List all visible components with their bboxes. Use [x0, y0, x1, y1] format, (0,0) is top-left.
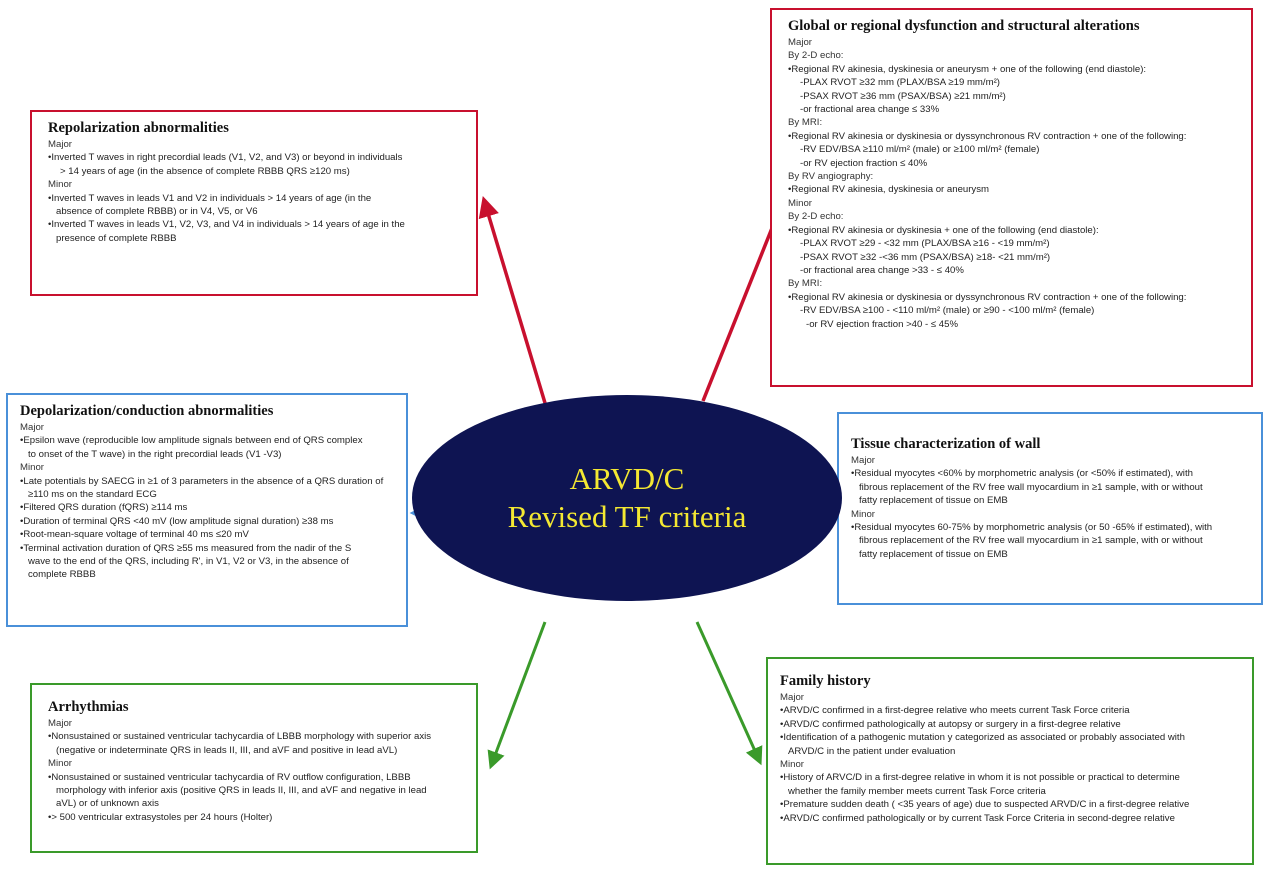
- global-dysfunction-line: -PLAX RVOT ≥32 mm (PLAX/BSA ≥19 mm/m²): [800, 77, 1000, 89]
- family-history-line: •ARVD/C confirmed pathologically or by c…: [780, 812, 1175, 824]
- family-history-line: •History of ARVC/D in a first-degree rel…: [780, 772, 1180, 784]
- global-dysfunction-line: •Regional RV akinesia or dyskinesia or d…: [788, 291, 1187, 303]
- global-dysfunction-line: By MRI:: [788, 117, 823, 129]
- arrhythmias-line: aVL) or of unknown axis: [56, 798, 159, 810]
- depolarization-box: Depolarization/conduction abnormalities …: [6, 393, 408, 627]
- depolarization-line: complete RBBB: [28, 569, 96, 581]
- repolarization-line: presence of complete RBBB: [56, 232, 177, 244]
- global-dysfunction-line: By MRI:: [788, 278, 823, 290]
- global-dysfunction-line: •Regional RV akinesia or dyskinesia or d…: [788, 130, 1187, 142]
- depolarization-line: Major: [20, 422, 44, 433]
- global-dysfunction-line: -RV EDV/BSA ≥100 - <110 ml/m² (male) or …: [800, 305, 1095, 317]
- global-dysfunction-line: -PSAX RVOT ≥36 mm (PSAX/BSA) ≥21 mm/m²): [800, 90, 1006, 102]
- arrhythmias-title: Arrhythmias: [48, 699, 129, 715]
- depolarization-title: Depolarization/conduction abnormalities: [20, 403, 274, 419]
- tissue-line: Major: [851, 455, 875, 466]
- tissue-line: •Residual myocytes <60% by morphometric …: [851, 468, 1193, 480]
- global-dysfunction-line: -or fractional area change >33 - ≤ 40%: [800, 264, 964, 276]
- tissue-title: Tissue characterization of wall: [851, 436, 1041, 452]
- global-dysfunction-box: Global or regional dysfunction and struc…: [770, 8, 1253, 387]
- repolarization-box: Repolarization abnormalities Major •Inve…: [30, 110, 478, 296]
- center-title: ARVD/C: [569, 461, 685, 496]
- global-dysfunction-line: -or RV ejection fraction ≤ 40%: [800, 157, 928, 169]
- global-dysfunction-title: Global or regional dysfunction and struc…: [788, 18, 1140, 34]
- repolarization-line: •Inverted T waves in right precordial le…: [48, 152, 403, 164]
- global-dysfunction-line: -or RV ejection fraction >40 - ≤ 45%: [806, 318, 959, 330]
- arrhythmias-line: •> 500 ventricular extrasystoles per 24 …: [48, 811, 273, 823]
- depolarization-line: to onset of the T wave) in the right pre…: [28, 448, 282, 460]
- depolarization-line: Minor: [20, 462, 44, 474]
- global-dysfunction-line: By RV angiography:: [788, 171, 874, 183]
- depolarization-line: •Terminal activation duration of QRS ≥55…: [20, 542, 352, 554]
- global-dysfunction-line: •Regional RV akinesia, dyskinesia or ane…: [788, 63, 1147, 75]
- arrhythmias-box: Arrhythmias Major •Nonsustained or susta…: [30, 683, 478, 853]
- family-history-line: •ARVD/C confirmed pathologically at auto…: [780, 718, 1121, 730]
- depolarization-line: wave to the end of the QRS, including R'…: [28, 556, 349, 568]
- arrow-to-repolarization: [478, 195, 547, 404]
- family-history-line: •Premature sudden death ( <35 years of a…: [780, 799, 1190, 811]
- family-history-line: Minor: [780, 759, 804, 771]
- arrhythmias-line: Minor: [48, 758, 72, 770]
- depolarization-line: •Late potentials by SAECG in ≥1 of 3 par…: [20, 475, 384, 487]
- family-history-box: Family history Major •ARVD/C confirmed i…: [766, 657, 1254, 865]
- depolarization-line: ≥110 ms on the standard ECG: [28, 489, 157, 501]
- global-dysfunction-line: -PLAX RVOT ≥29 - <32 mm (PLAX/BSA ≥16 - …: [800, 238, 1050, 250]
- family-history-line: •ARVD/C confirmed in a first-degree rela…: [780, 705, 1130, 717]
- repolarization-line: •Inverted T waves in leads V1 and V2 in …: [48, 192, 372, 204]
- family-history-line: whether the family member meets current …: [788, 785, 1046, 797]
- family-history-title: Family history: [780, 673, 871, 689]
- repolarization-line: > 14 years of age (in the absence of com…: [60, 165, 350, 177]
- tissue-line: fibrous replacement of the RV free wall …: [859, 535, 1203, 547]
- global-dysfunction-line: -or fractional area change ≤ 33%: [800, 104, 940, 116]
- depolarization-line: •Root-mean-square voltage of terminal 40…: [20, 529, 249, 541]
- global-dysfunction-line: -PSAX RVOT ≥32 -<36 mm (PSAX/BSA) ≥18- <…: [800, 251, 1051, 263]
- arrow-to-family-history: [695, 621, 763, 766]
- arrhythmias-line: •Nonsustained or sustained ventricular t…: [48, 771, 411, 783]
- repolarization-line: absence of complete RBBB) or in V4, V5, …: [56, 206, 258, 218]
- arrhythmias-line: morphology with inferior axis (positive …: [56, 785, 427, 797]
- tissue-line: Minor: [851, 508, 875, 520]
- repolarization-line: Major: [48, 139, 72, 150]
- tissue-line: fatty replacement of tissue on EMB: [859, 495, 1008, 507]
- global-dysfunction-line: Major: [788, 37, 812, 48]
- repolarization-line: Minor: [48, 179, 72, 191]
- family-history-line: •Identification of a pathogenic mutation…: [780, 732, 1185, 744]
- center-ellipse: ARVD/C Revised TF criteria: [412, 395, 842, 601]
- tissue-box: Tissue characterization of wall Major •R…: [837, 412, 1263, 605]
- family-history-line: Major: [780, 692, 804, 703]
- global-dysfunction-line: -RV EDV/BSA ≥110 ml/m² (male) or ≥100 ml…: [800, 144, 1040, 156]
- global-dysfunction-line: •Regional RV akinesia, dyskinesia or ane…: [788, 184, 990, 196]
- global-dysfunction-line: Minor: [788, 197, 812, 209]
- tissue-line: fatty replacement of tissue on EMB: [859, 548, 1008, 560]
- arrhythmias-line: Major: [48, 718, 72, 729]
- global-dysfunction-line: By 2-D echo:: [788, 211, 844, 223]
- depolarization-line: •Duration of terminal QRS <40 mV (low am…: [20, 515, 334, 527]
- depolarization-line: •Filtered QRS duration (fQRS) ≥114 ms: [20, 502, 188, 514]
- family-history-line: ARVD/C in the patient under evaluation: [788, 745, 956, 757]
- arrow-to-arrhythmias: [487, 621, 547, 770]
- arrhythmias-line: (negative or indeterminate QRS in leads …: [56, 744, 398, 756]
- repolarization-line: •Inverted T waves in leads V1, V2, V3, a…: [48, 219, 405, 231]
- global-dysfunction-line: •Regional RV akinesia or dyskinesia + on…: [788, 224, 1099, 236]
- repolarization-title: Repolarization abnormalities: [48, 120, 229, 136]
- depolarization-line: •Epsilon wave (reproducible low amplitud…: [20, 435, 363, 447]
- center-subtitle: Revised TF criteria: [507, 499, 747, 534]
- global-dysfunction-line: By 2-D echo:: [788, 50, 844, 62]
- tissue-line: fibrous replacement of the RV free wall …: [859, 481, 1203, 493]
- tissue-line: •Residual myocytes 60-75% by morphometri…: [851, 522, 1213, 534]
- arrhythmias-line: •Nonsustained or sustained ventricular t…: [48, 731, 432, 743]
